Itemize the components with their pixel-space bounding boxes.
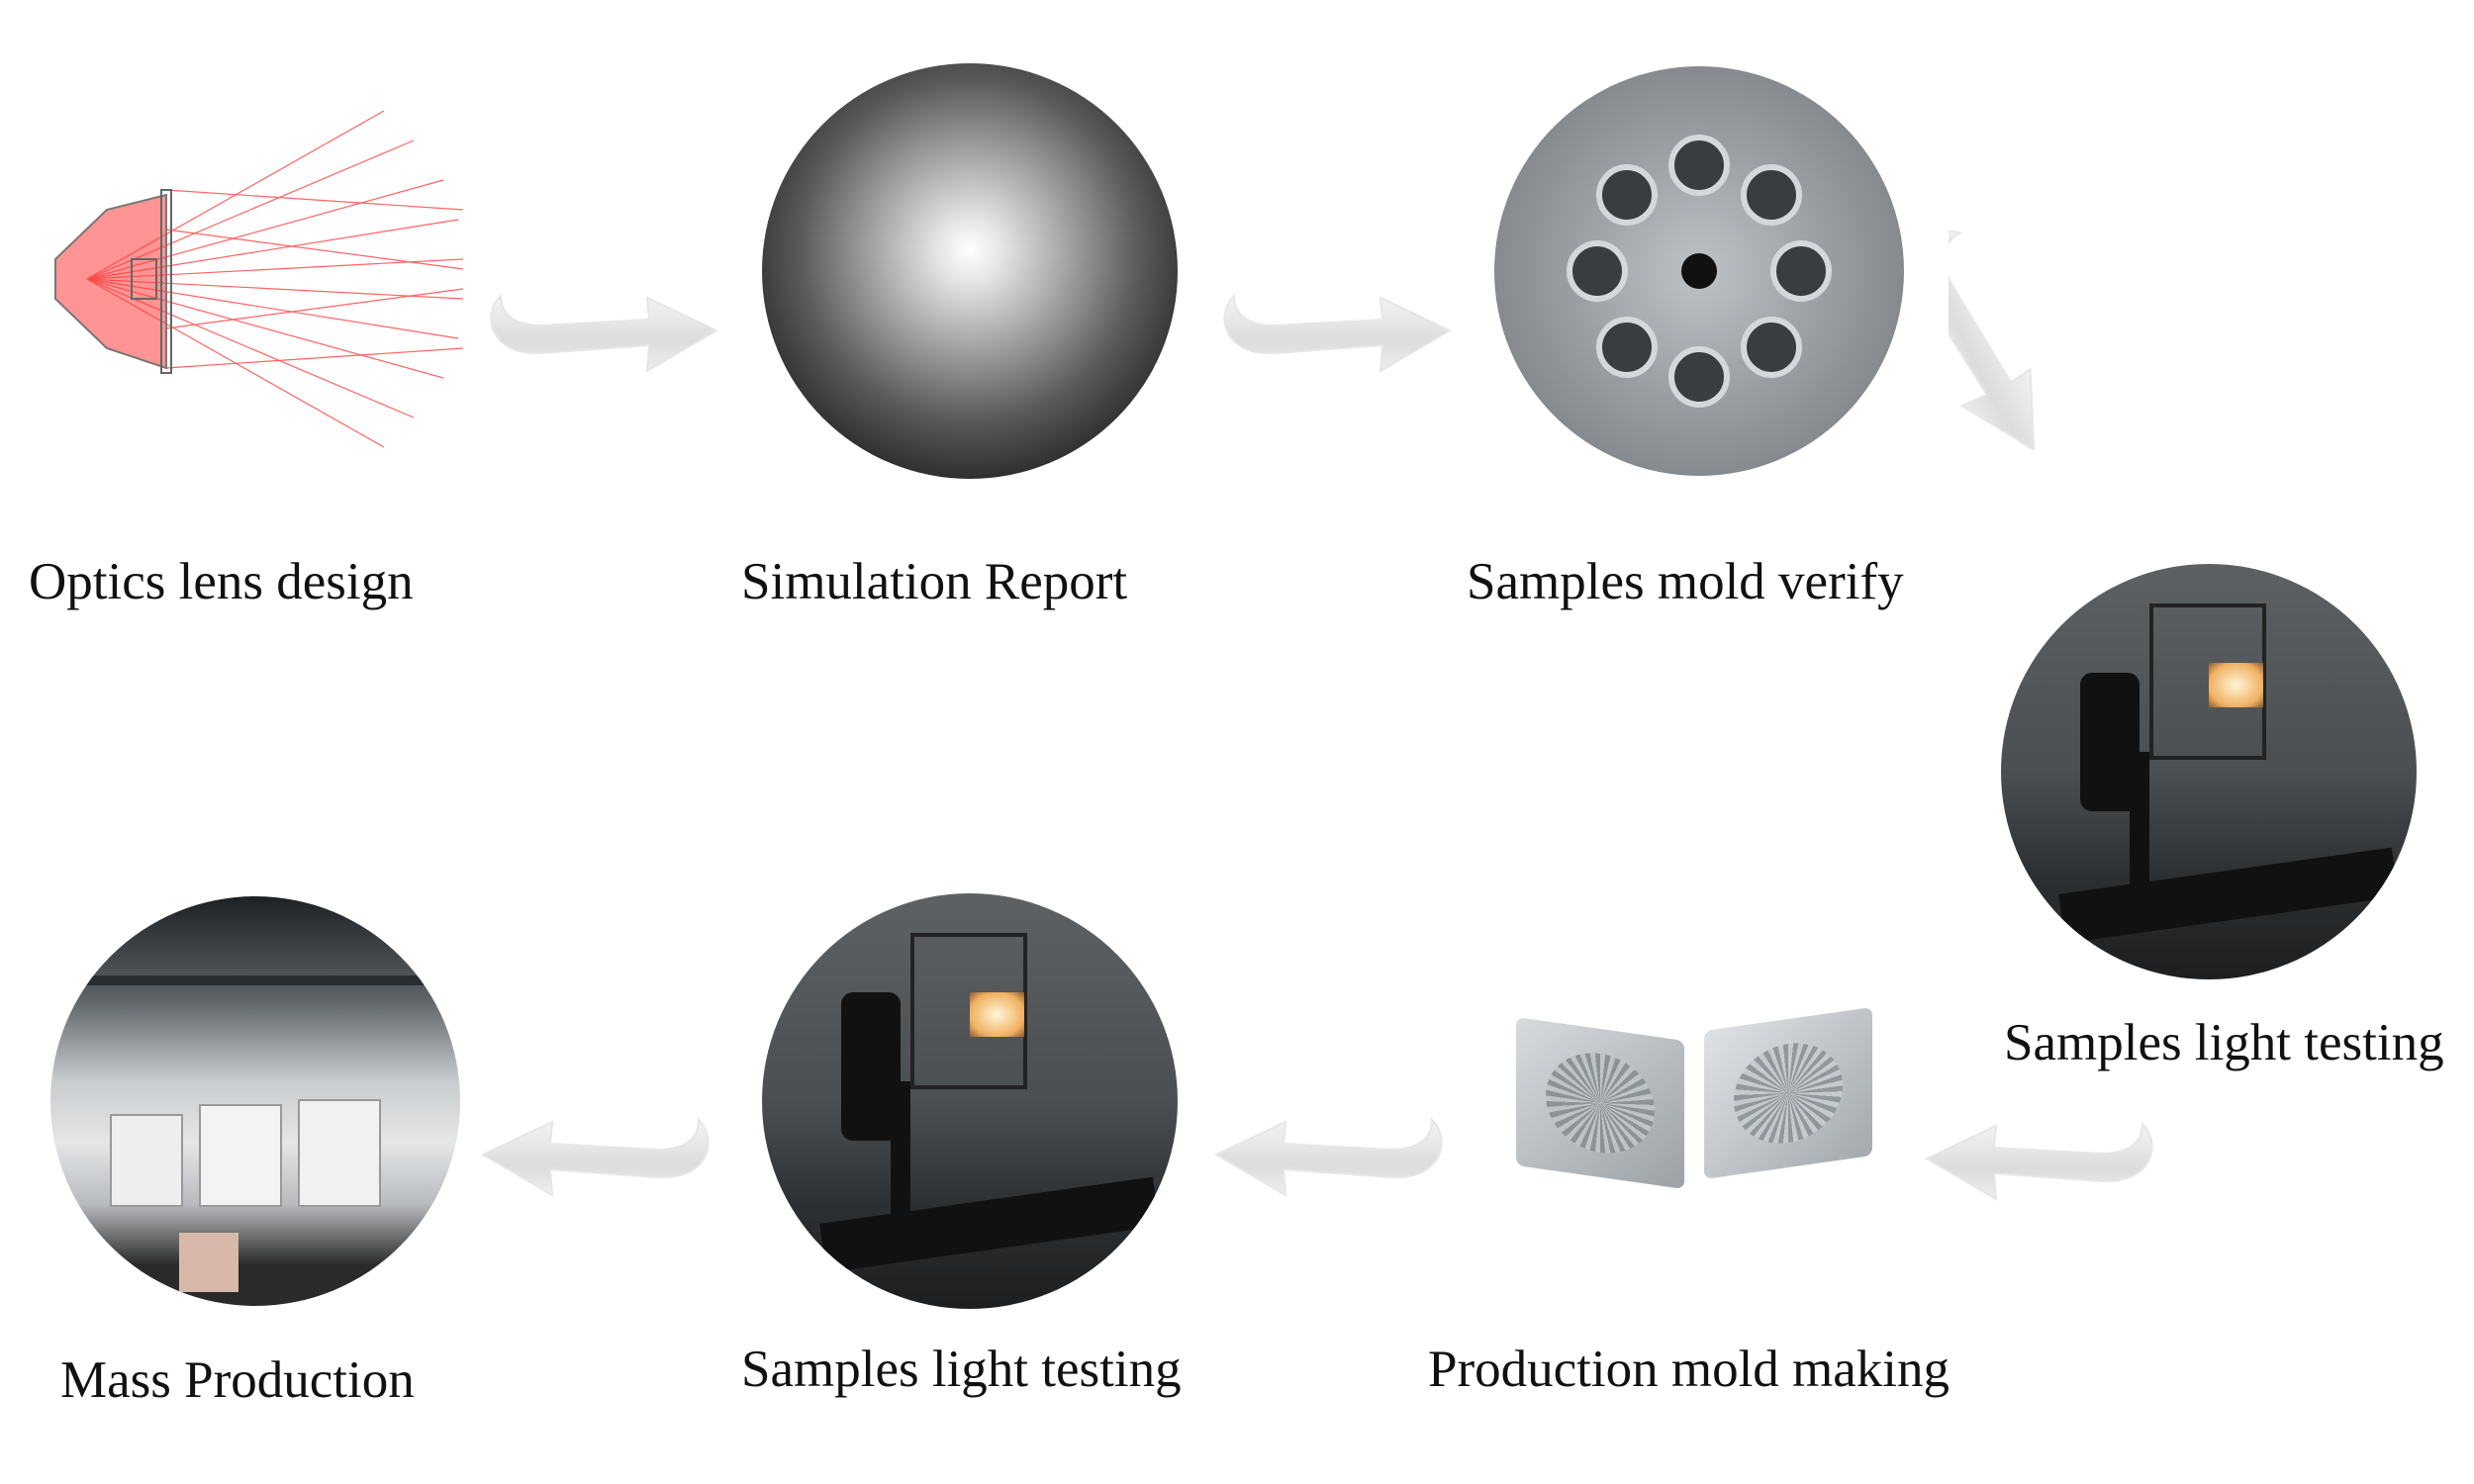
- left-arrow-icon: [1925, 1104, 2162, 1203]
- step-label-samples-mold-verify: Samples mold verify: [1467, 553, 1904, 610]
- factory-photo: [50, 896, 460, 1306]
- right-arrow-icon: [481, 276, 718, 375]
- step-label-samples-light-testing: Samples light testing: [2004, 1014, 2444, 1071]
- step-label-samples-light-testing-2: Samples light testing: [741, 1341, 1182, 1398]
- sample-mold-photo: [1494, 66, 1904, 476]
- light-distribution-sphere: [762, 63, 1178, 479]
- production-mold-photo: [1506, 1007, 1885, 1198]
- left-arrow-icon: [481, 1100, 718, 1199]
- right-arrow-icon: [1214, 276, 1452, 375]
- step-label-optics-lens-design: Optics lens design: [29, 553, 414, 610]
- left-arrow-icon: [1214, 1100, 1452, 1199]
- light-testing-photo: [2001, 564, 2417, 979]
- step-label-simulation-report: Simulation Report: [741, 553, 1128, 610]
- step-label-production-mold-making: Production mold making: [1428, 1341, 1951, 1398]
- step-label-mass-production: Mass Production: [60, 1351, 415, 1409]
- light-testing-photo: [762, 893, 1178, 1309]
- down-arrow-icon: [1949, 223, 2067, 450]
- lens-ray-trace-diagram: [48, 110, 465, 449]
